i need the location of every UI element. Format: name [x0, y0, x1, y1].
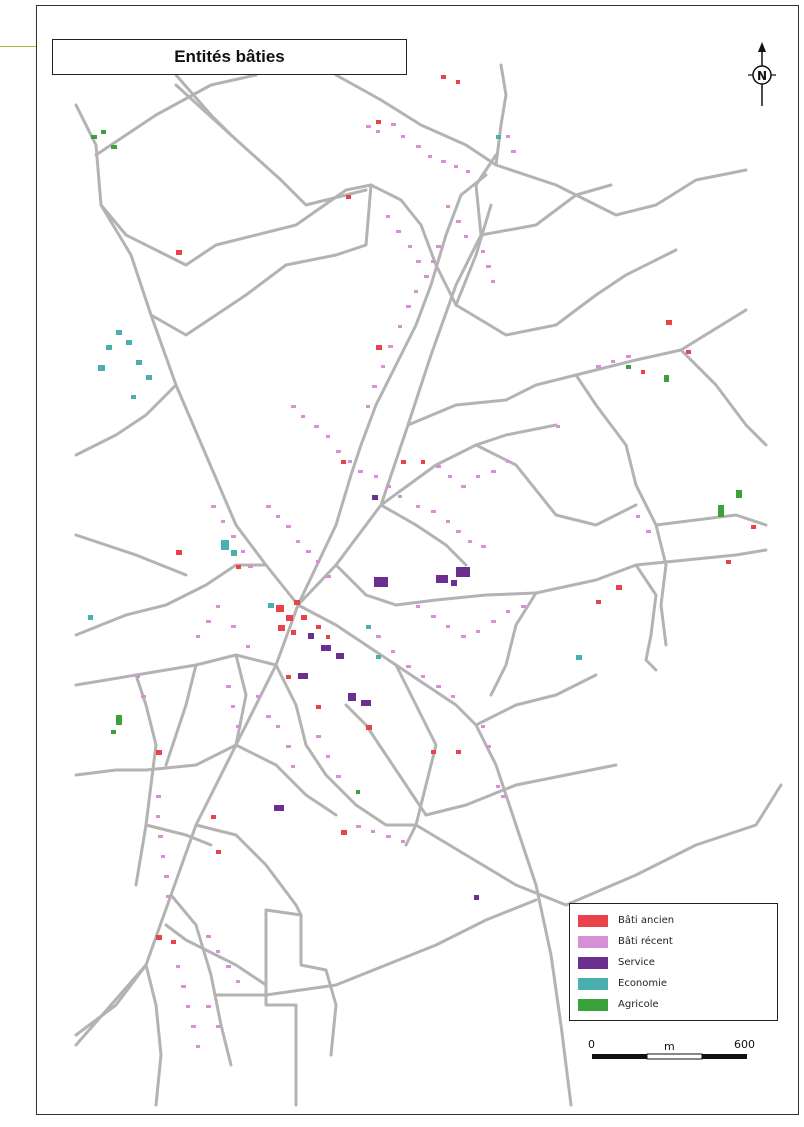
legend-item-service: Service [578, 952, 777, 973]
buildings-service [274, 495, 479, 900]
accent-line [0, 46, 36, 47]
legend-swatch [578, 914, 608, 927]
legend-swatch [578, 956, 608, 969]
scale-end-label: 600 [734, 1038, 755, 1051]
scale-unit-label: m [664, 1040, 675, 1053]
legend-label: Bâti récent [618, 936, 673, 947]
north-label: N [757, 69, 767, 83]
legend-swatch [578, 998, 608, 1011]
legend-label: Agricole [618, 999, 659, 1010]
map-legend: Bâti ancien Bâti récent Service Economie… [569, 903, 778, 1021]
map-canvas[interactable] [36, 5, 799, 1115]
legend-item-agricole: Agricole [578, 994, 777, 1015]
map-title: Entités bâties [52, 39, 407, 75]
buildings-bati-recent [136, 123, 651, 1048]
buildings-agricole [91, 130, 742, 794]
buildings-bati-ancien [156, 75, 756, 944]
legend-label: Economie [618, 978, 668, 989]
legend-item-economie: Economie [578, 973, 777, 994]
legend-label: Service [618, 957, 655, 968]
legend-swatch [578, 977, 608, 990]
legend-item-bati-ancien: Bâti ancien [578, 910, 777, 931]
scale-graphic [592, 1053, 747, 1060]
scale-bar: 0 m 600 [580, 1038, 770, 1068]
legend-item-bati-recent: Bâti récent [578, 931, 777, 952]
road-network [74, 63, 783, 1107]
legend-label: Bâti ancien [618, 915, 675, 926]
north-arrow-icon: N [748, 42, 776, 106]
scale-start-label: 0 [588, 1038, 595, 1051]
buildings-economie [88, 135, 582, 660]
legend-swatch [578, 935, 608, 948]
